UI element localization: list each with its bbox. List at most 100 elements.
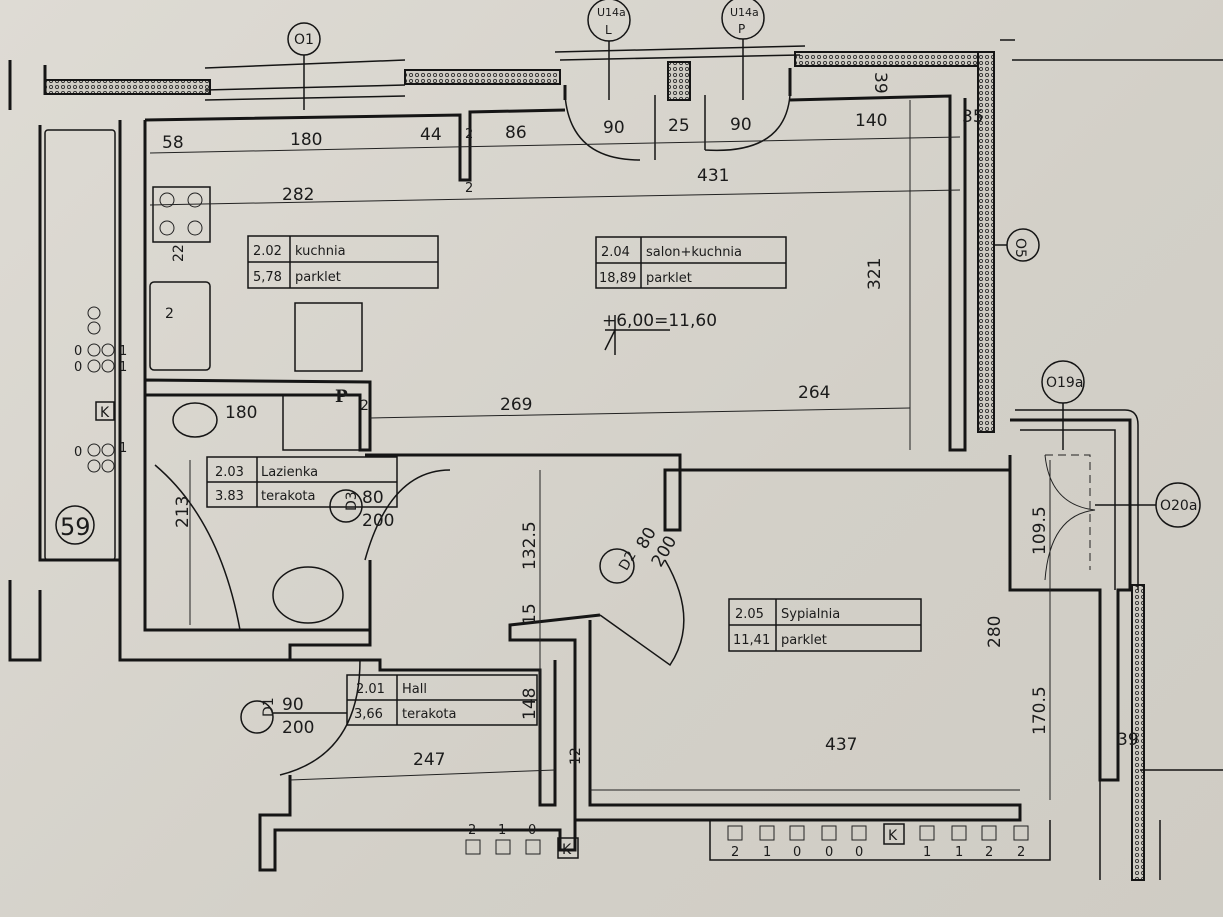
dim-mid-b: 264 bbox=[798, 383, 830, 403]
dimension-lines bbox=[149, 100, 1051, 800]
tag-d3: D3 80 200 bbox=[329, 488, 394, 531]
room-area: 3,66 bbox=[354, 707, 383, 722]
riser-label: 0 bbox=[793, 845, 801, 860]
riser-label: 0 bbox=[855, 845, 863, 860]
room-area: 5,78 bbox=[253, 270, 282, 285]
tag-text: O19a bbox=[1046, 375, 1083, 391]
room-label-lazienka: 2.03 Lazienka 3.83 terakota bbox=[206, 456, 398, 508]
level-marker: +6,00=11,60 bbox=[602, 311, 717, 355]
riser-label: 0 bbox=[825, 845, 833, 860]
tag-d1: D1 90 200 bbox=[240, 695, 347, 738]
riser-label: 1 bbox=[498, 823, 506, 838]
riser-label: 2 bbox=[731, 845, 739, 860]
dim-bath-depth: 213 bbox=[173, 496, 193, 528]
riser-label: 0 bbox=[74, 360, 82, 375]
dim-bath-width: 180 bbox=[225, 403, 257, 423]
riser-label: 0 bbox=[74, 445, 82, 460]
fixtures bbox=[44, 129, 363, 624]
dim-hall-small: 15 bbox=[520, 603, 540, 625]
room-number: 2.03 bbox=[215, 465, 244, 480]
room-name: salon+kuchnia bbox=[646, 245, 742, 260]
dimensions: 58 180 44 2 86 90 25 90 140 39 35 282 2 … bbox=[162, 72, 1139, 770]
dim-salon-width: 431 bbox=[697, 166, 729, 186]
door-swings bbox=[154, 94, 791, 776]
k-marker: K bbox=[562, 842, 572, 858]
dim-hall-wall: 12 bbox=[568, 747, 584, 765]
tag-text: D2 bbox=[616, 548, 640, 573]
tag-text: P bbox=[335, 387, 348, 407]
dim-top-0: 58 bbox=[162, 133, 184, 153]
room-area: 18,89 bbox=[599, 271, 636, 286]
dim-salon-depth: 321 bbox=[865, 258, 885, 290]
dim-bed-lower: 170.5 bbox=[1030, 686, 1050, 735]
risers-bottom-right: K 2 1 0 0 0 1 1 2 2 bbox=[709, 820, 1051, 861]
tag-u14a-l: U14a L bbox=[587, 0, 631, 100]
tag-text: O1 bbox=[294, 32, 314, 48]
room-name: kuchnia bbox=[295, 244, 346, 259]
room-name: Sypialnia bbox=[781, 607, 840, 622]
dim-kitchen-side: 22 bbox=[171, 244, 187, 262]
stove-icon bbox=[152, 186, 211, 243]
tag-text: L bbox=[605, 23, 612, 37]
riser-label: 1 bbox=[119, 360, 127, 375]
fridge-icon bbox=[294, 302, 363, 372]
k-marker: K bbox=[100, 405, 110, 421]
dim-top-1: 180 bbox=[290, 130, 322, 150]
room-floor: parklet bbox=[781, 633, 827, 648]
dim-hall-depth: 132.5 bbox=[520, 521, 540, 570]
dim-bed-width: 437 bbox=[825, 735, 857, 755]
room-number: 2.01 bbox=[356, 682, 385, 697]
dim-top-7: 90 bbox=[730, 115, 752, 135]
tag-text: 59 bbox=[60, 513, 91, 541]
riser-label: 1 bbox=[119, 344, 127, 359]
dim-hall-width: 247 bbox=[413, 750, 445, 770]
room-label-hall: 2.01 Hall 3,66 terakota bbox=[346, 674, 538, 726]
tag-o19a: O19a bbox=[1041, 360, 1085, 450]
interior-walls bbox=[8, 59, 1223, 880]
dim-top-9: 39 bbox=[870, 72, 890, 94]
room-label-salon: 2.04 salon+kuchnia 18,89 parklet bbox=[595, 236, 787, 289]
dim-mid-a: 269 bbox=[500, 395, 532, 415]
riser-label: 1 bbox=[955, 845, 963, 860]
dim-bed-window: 109.5 bbox=[1030, 506, 1050, 555]
riser-label: 0 bbox=[74, 344, 82, 359]
room-floor: terakota bbox=[402, 707, 457, 722]
room-floor: parklet bbox=[646, 271, 692, 286]
toilet-icon bbox=[172, 402, 218, 438]
dim-wall: 2 bbox=[465, 181, 473, 196]
room-label-kuchnia: 2.02 kuchnia 5,78 parklet bbox=[247, 235, 439, 289]
washbasin-icon bbox=[272, 566, 344, 624]
dim-top-6: 25 bbox=[668, 116, 690, 136]
room-name: Lazienka bbox=[261, 465, 318, 480]
tag-u14a-p: U14a P bbox=[721, 0, 765, 100]
riser-label: 2 bbox=[985, 845, 993, 860]
room-number: 2.02 bbox=[253, 244, 282, 259]
level-text: +6,00=11,60 bbox=[602, 311, 717, 331]
riser-label: 2 bbox=[1017, 845, 1025, 860]
dim-bath-wall: 2 bbox=[360, 398, 369, 414]
risers-bottom-left: 2 1 0 K bbox=[465, 823, 579, 859]
room-area: 3.83 bbox=[215, 489, 244, 504]
riser-label: 1 bbox=[763, 845, 771, 860]
room-label-sypialnia: 2.05 Sypialnia 11,41 parklet bbox=[728, 598, 922, 652]
dim-bed-wall: 39 bbox=[1117, 730, 1139, 750]
tag-text: U14a bbox=[597, 6, 626, 19]
riser-label: 2 bbox=[468, 823, 476, 838]
tag-text: D1 bbox=[261, 697, 277, 717]
dim-bed-depth: 280 bbox=[985, 616, 1005, 648]
room-floor: terakota bbox=[261, 489, 316, 504]
dim-top-3: 2 bbox=[465, 127, 473, 142]
door-height: 200 bbox=[282, 718, 314, 738]
riser-label: 1 bbox=[119, 441, 127, 456]
dim-top-5: 90 bbox=[603, 118, 625, 138]
room-area: 11,41 bbox=[733, 633, 770, 648]
tag-text: O5 bbox=[1012, 238, 1028, 258]
room-floor: parklet bbox=[295, 270, 341, 285]
tag-text: P bbox=[738, 22, 745, 36]
room-name: Hall bbox=[402, 682, 427, 697]
tag-o1: O1 bbox=[287, 22, 321, 110]
door-height: 200 bbox=[362, 511, 394, 531]
dim-top-4: 86 bbox=[505, 123, 527, 143]
room-number: 2.04 bbox=[601, 245, 630, 260]
